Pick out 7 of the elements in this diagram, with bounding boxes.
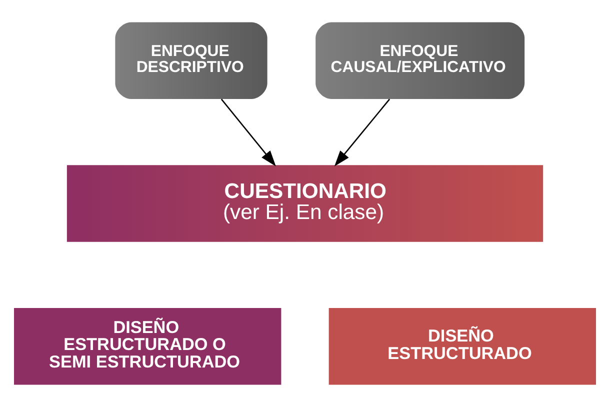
arrow <box>220 98 276 166</box>
node-box: DISEÑO ESTRUCTURADO <box>328 308 596 384</box>
node-box: ENFOQUE CAUSAL/EXPLICATIVO <box>316 22 525 98</box>
node-box: DISEÑO ESTRUCTURADO O SEMI ESTRUCTURADO <box>14 308 282 384</box>
node-box: ENFOQUE DESCRIPTIVO <box>115 22 268 98</box>
arrow <box>334 98 390 166</box>
node-box: CUESTIONARIO (ver Ej. En clase) <box>66 164 544 242</box>
